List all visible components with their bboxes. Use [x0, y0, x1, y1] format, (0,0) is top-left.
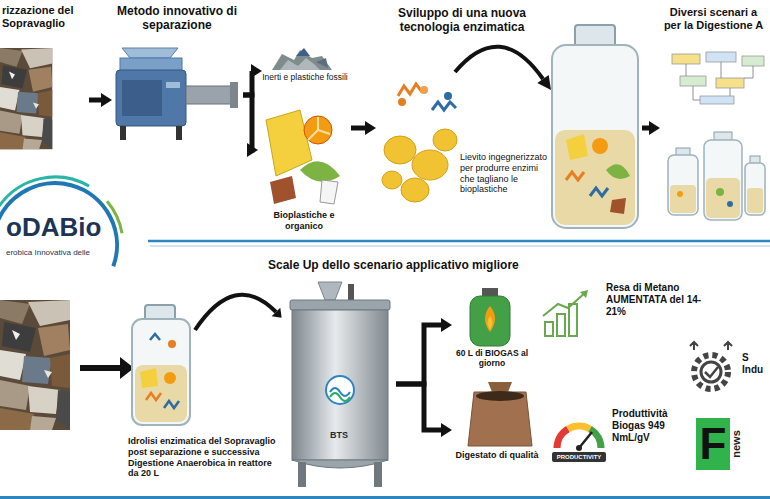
flow-arrow — [396, 384, 452, 437]
node-text: 60 L di BIOGAS al giorno — [452, 348, 532, 368]
flow-arrow — [642, 121, 660, 135]
output-block: Bioplastiche e organico — [258, 100, 351, 234]
node-text: Metodo innovativo di separazione — [112, 4, 242, 33]
flow-arrow — [396, 318, 452, 384]
flow-arrow — [243, 64, 262, 95]
node-text: Sviluppo di una nuova tecnologia enzimat… — [376, 6, 548, 35]
arrow-head — [649, 121, 660, 135]
node-text: Diversi scenari a per la Digestione A — [660, 6, 767, 32]
node-text: Bioplastiche e organico — [258, 210, 350, 232]
stage-block: Diversi scenari a per la Digestione A — [660, 4, 768, 230]
product-block: 60 L di BIOGAS al giorno — [452, 288, 533, 371]
node-text: BTS — [312, 430, 366, 441]
arrow-shaft — [243, 71, 252, 95]
stage-block: rizzazione del Sopravaglio — [2, 4, 89, 150]
flow-arrow — [243, 95, 258, 157]
arrow-shaft — [396, 384, 442, 430]
reactor-block: BTS — [282, 282, 396, 487]
output-block: Inerti e plastiche fossili — [262, 46, 349, 96]
flow-arrow — [351, 121, 376, 135]
arrow-head — [251, 64, 262, 78]
result-metric: S Indu — [742, 352, 768, 376]
gauge-label: PRODUCTIVITY — [552, 452, 606, 462]
logo-badge: oDABio erobica Innovativa delle — [2, 208, 140, 270]
stage-block: Metodo innovativo di separazione — [112, 4, 243, 146]
watermark: news — [730, 420, 742, 468]
arrow-head — [441, 318, 452, 332]
arrow-head — [101, 93, 112, 107]
arrow-shaft — [642, 126, 650, 131]
stage-block: Sviluppo di una nuova tecnologia enzimat… — [376, 4, 642, 230]
section-heading: Scale Up dello scenario applicativo migl… — [268, 258, 530, 272]
arrow-shaft — [89, 98, 102, 103]
arrow-shaft — [396, 325, 442, 384]
result-metric: Produttività Biogas 949 NmL/gV — [612, 408, 688, 444]
arrow-shaft — [351, 126, 366, 131]
watermark: F — [696, 418, 730, 470]
node-text: Inerti e plastiche fossili — [262, 72, 348, 82]
arrow-head — [247, 143, 258, 157]
node-text: oDABio — [6, 212, 136, 243]
arrow-head — [441, 423, 452, 437]
result-metric: Resa di Metano AUMENTATA del 14-21% — [606, 282, 706, 318]
flow-arrow — [89, 93, 112, 107]
arrow-shaft — [243, 95, 252, 150]
step-caption: Idrolisi enzimatica del Sopravaglio post… — [128, 436, 278, 479]
node-subtext: Lievito ingegnerizzato per produrre enzi… — [460, 152, 548, 195]
node-text: rizzazione del Sopravaglio — [2, 4, 88, 30]
product-block: Digestato di qualità — [452, 380, 543, 480]
node-text: Digestato di qualità — [452, 450, 542, 461]
node-subtext: erobica Innovativa delle — [6, 248, 136, 258]
arrow-head — [365, 121, 376, 135]
